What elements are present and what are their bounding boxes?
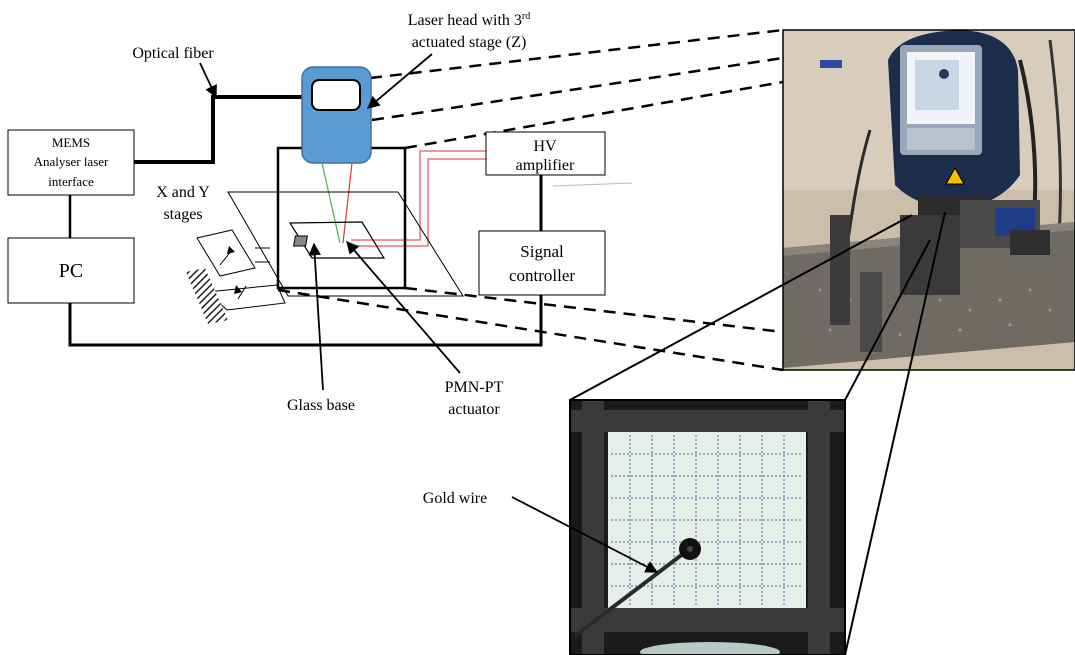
hv-amplifier-label-line1: HV: [533, 138, 557, 155]
laser-head-label-line2: actuated stage (Z): [412, 34, 527, 51]
stage-zoom-box: [276, 146, 407, 290]
optical-fiber-arrow: [199, 62, 217, 99]
laser-beam-green: [321, 162, 341, 244]
pc-signal-cable: [68, 295, 543, 347]
mems-label-line2: Analyser laser: [34, 154, 109, 169]
gold-wire-label: Gold wire: [423, 490, 487, 507]
photo-frame: [782, 29, 1075, 371]
signal-controller-box: [478, 230, 606, 296]
signal-controller-label-line2: controller: [509, 266, 575, 285]
hv-cable-pink-1: [351, 150, 486, 241]
glass-base-arrow: [308, 242, 324, 391]
gold-wire-arrow: [511, 496, 659, 573]
pc-label: PC: [59, 260, 83, 282]
glass-base-label: Glass base: [287, 397, 355, 414]
laser-head-label-line1-text: Laser head with 3: [408, 12, 522, 29]
xy-table-platform: [227, 191, 464, 297]
pmn-pt-label-line1: PMN-PT: [445, 379, 504, 396]
mems-micrograph-photo: [570, 400, 845, 655]
xy-stages-label-line2: stages: [163, 206, 202, 223]
hv-amplifier-box: [485, 131, 606, 176]
laser-setup-photo: [783, 30, 1075, 370]
pmn-pt-actuator-shape: [293, 235, 308, 247]
hv-amplifier-label-line2: amplifier: [516, 157, 575, 174]
x-stage-arrow: [227, 246, 235, 254]
laser-head-label: Laser head with 3rd: [408, 11, 531, 29]
hv-cable-pink-2: [351, 158, 486, 247]
mems-label-line1: MEMS: [52, 135, 90, 150]
micrograph-grid: [611, 435, 803, 605]
mems-label-line3: interface: [48, 174, 94, 189]
laser-head-arrow: [367, 53, 433, 109]
faint-line: [552, 182, 633, 187]
laser-head-icon: [301, 66, 372, 164]
mems-analyser-box: [7, 129, 135, 196]
signal-controller-label-line1: Signal: [520, 242, 564, 261]
pc-box: [7, 237, 135, 304]
xy-stages-label-line1: X and Y: [156, 184, 210, 201]
optical-fiber-cable: [133, 95, 302, 164]
hatched-ground-icon: [186, 268, 228, 324]
zoom-lines-photo: [277, 28, 784, 372]
y-stage-arrow: [234, 285, 242, 294]
pmn-pt-arrow: [346, 241, 461, 374]
laser-head-superscript: rd: [522, 11, 530, 22]
laser-beam-red: [342, 162, 353, 244]
pmn-pt-label-line2: actuator: [448, 401, 500, 418]
zoom-lines-micrograph: [569, 211, 946, 655]
optical-fiber-label: Optical fiber: [132, 45, 214, 62]
